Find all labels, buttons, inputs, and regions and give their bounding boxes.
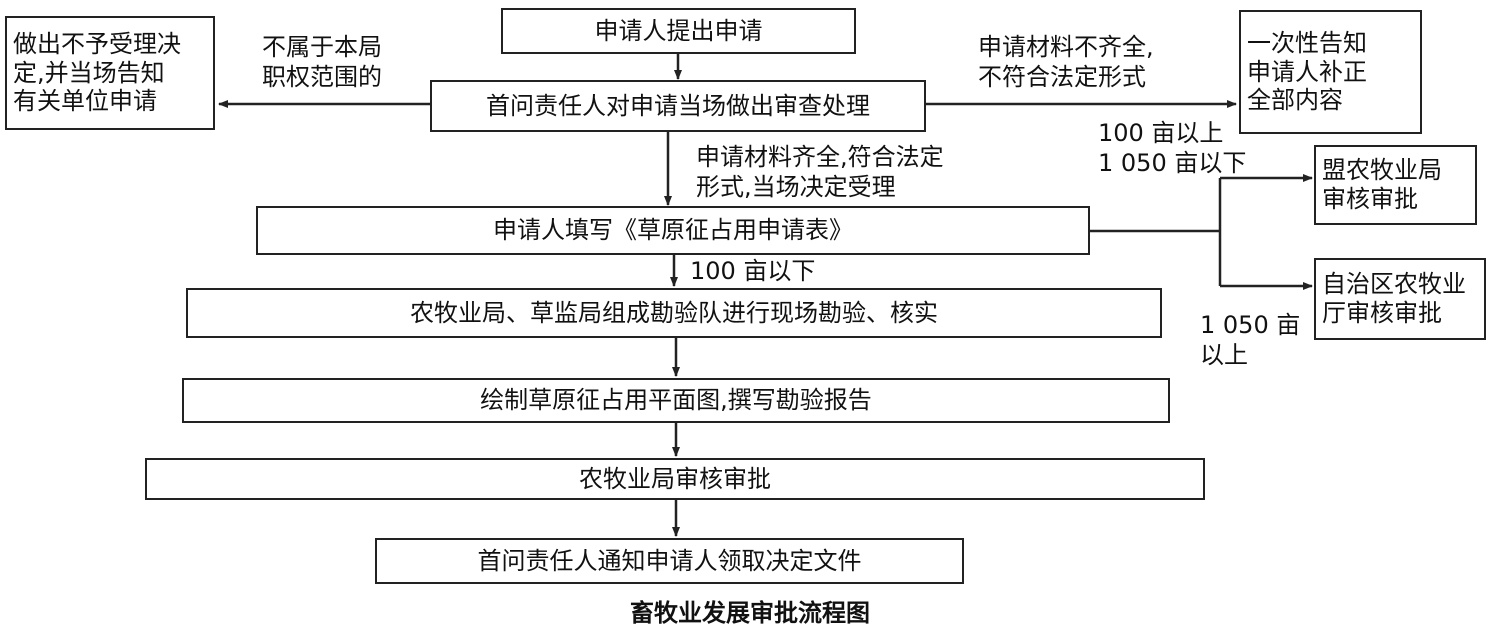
- label-not-jurisdiction: 不属于本局 职权范围的: [262, 33, 382, 91]
- notify-fix-box: 一次性告知 申请人补正 全部内容: [1239, 10, 1422, 134]
- label-complete: 申请材料齐全,符合法定 形式,当场决定受理: [696, 143, 944, 201]
- label-100-to-1050: 100 亩以上 1 050 亩以下: [1098, 119, 1247, 177]
- apply-box: 申请人提出申请: [501, 8, 856, 54]
- bureau-approve-box: 农牧业局审核审批: [145, 458, 1205, 500]
- survey-box: 农牧业局、草监局组成勘验队进行现场勘验、核实: [186, 288, 1162, 338]
- draw-map-box: 绘制草原征占用平面图,撰写勘验报告: [182, 378, 1170, 423]
- diagram-caption: 畜牧业发展审批流程图: [630, 599, 870, 627]
- fill-form-box: 申请人填写《草原征占用申请表》: [256, 206, 1090, 255]
- reject-box: 做出不予受理决 定,并当场告知 有关单位申请: [5, 16, 215, 130]
- label-under-100: 100 亩以下: [690, 257, 816, 285]
- label-incomplete: 申请材料不齐全, 不符合法定形式: [978, 33, 1154, 91]
- notify-collect-box: 首问责任人通知申请人领取决定文件: [375, 538, 964, 584]
- region-approve-box: 自治区农牧业 厅审核审批: [1314, 258, 1486, 340]
- label-over-1050: 1 050 亩 以上: [1200, 311, 1301, 369]
- league-approve-box: 盟农牧业局 审核审批: [1314, 145, 1477, 225]
- review-box: 首问责任人对申请当场做出审查处理: [430, 80, 926, 132]
